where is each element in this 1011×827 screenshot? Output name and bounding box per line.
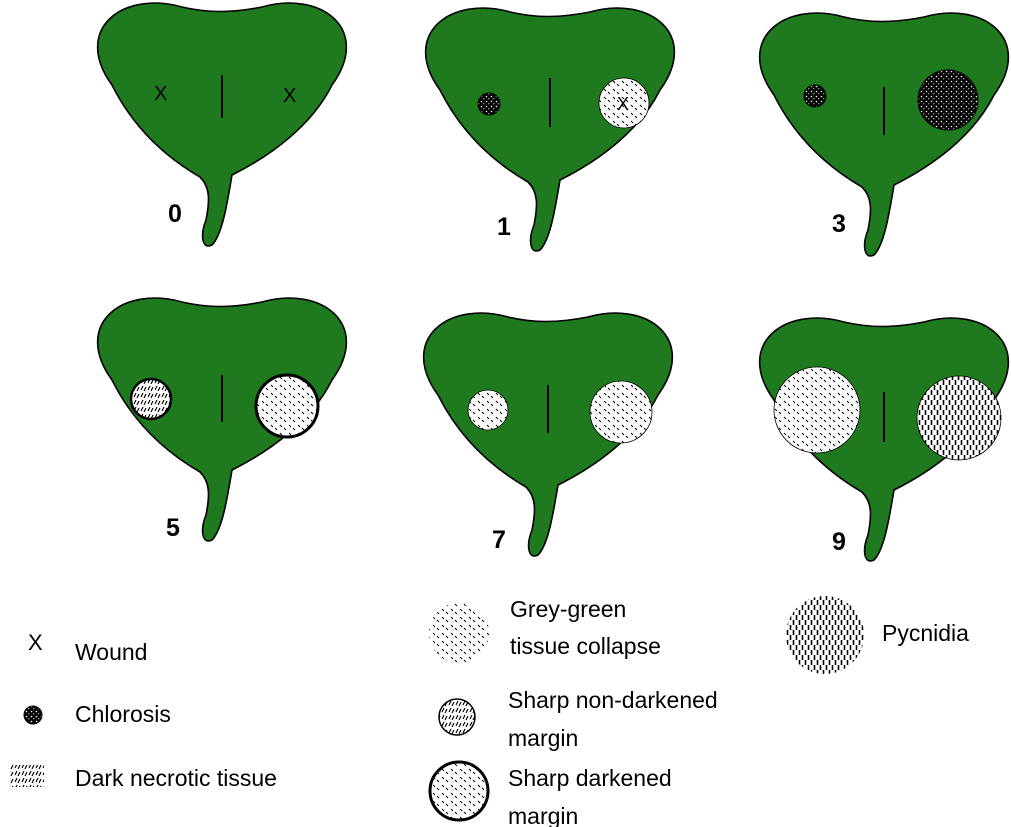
leaf-score-9: 9	[760, 318, 1009, 561]
grey-green-icon	[429, 603, 489, 663]
leaf-score-5: 5	[98, 298, 347, 542]
pycnidia-lesion	[918, 70, 978, 130]
grey-green-lesion	[774, 367, 860, 453]
pycnidia-icon	[786, 596, 864, 674]
legend-pycnidia: Pycnidia	[882, 620, 969, 646]
grey-green-lesion	[468, 390, 508, 430]
score-label: 0	[168, 200, 182, 228]
sharp-non-darkened-icon	[439, 699, 475, 735]
score-label: 7	[492, 526, 506, 554]
wound-mark: X	[617, 94, 629, 114]
leaf-score-1: X 1	[426, 8, 675, 251]
legend-dark-necrotic: Dark necrotic tissue	[75, 765, 277, 791]
legend-grey-green-2: tissue collapse	[510, 633, 661, 659]
score-label: 3	[832, 210, 846, 238]
sharp-darkened-icon	[430, 762, 488, 820]
leaf-score-0: X X 0	[98, 3, 347, 246]
legend-wound: Wound	[75, 639, 147, 665]
legend: X Wound Chlorosis Dark necrotic tissue G…	[10, 596, 969, 827]
leaf-score-3: 3	[760, 13, 1009, 256]
dark-necrotic-icon	[10, 765, 44, 787]
chlorosis-spot	[804, 85, 826, 107]
score-label: 9	[832, 528, 846, 556]
score-label: 1	[497, 213, 511, 241]
score-label: 5	[166, 514, 180, 542]
sharp-darkened-lesion	[256, 375, 318, 437]
wound-mark: X	[154, 83, 167, 105]
legend-grey-green-1: Grey-green	[510, 596, 626, 622]
legend-sharp-darkened-2: margin	[508, 803, 578, 827]
pycnidia-lesion	[917, 376, 1001, 460]
grey-green-lesion	[590, 381, 652, 443]
legend-chlorosis: Chlorosis	[75, 701, 171, 727]
chlorosis-spot	[478, 93, 500, 115]
wound-icon: X	[28, 630, 43, 655]
chlorosis-icon	[24, 706, 42, 724]
leaf-score-7: 7	[424, 313, 673, 556]
legend-sharp-darkened-1: Sharp darkened	[508, 765, 672, 791]
wound-mark: X	[283, 85, 296, 107]
legend-sharp-non-darkened-2: margin	[508, 725, 578, 751]
sharp-non-darkened-lesion	[131, 379, 171, 419]
legend-sharp-non-darkened-1: Sharp non-darkened	[508, 687, 718, 713]
